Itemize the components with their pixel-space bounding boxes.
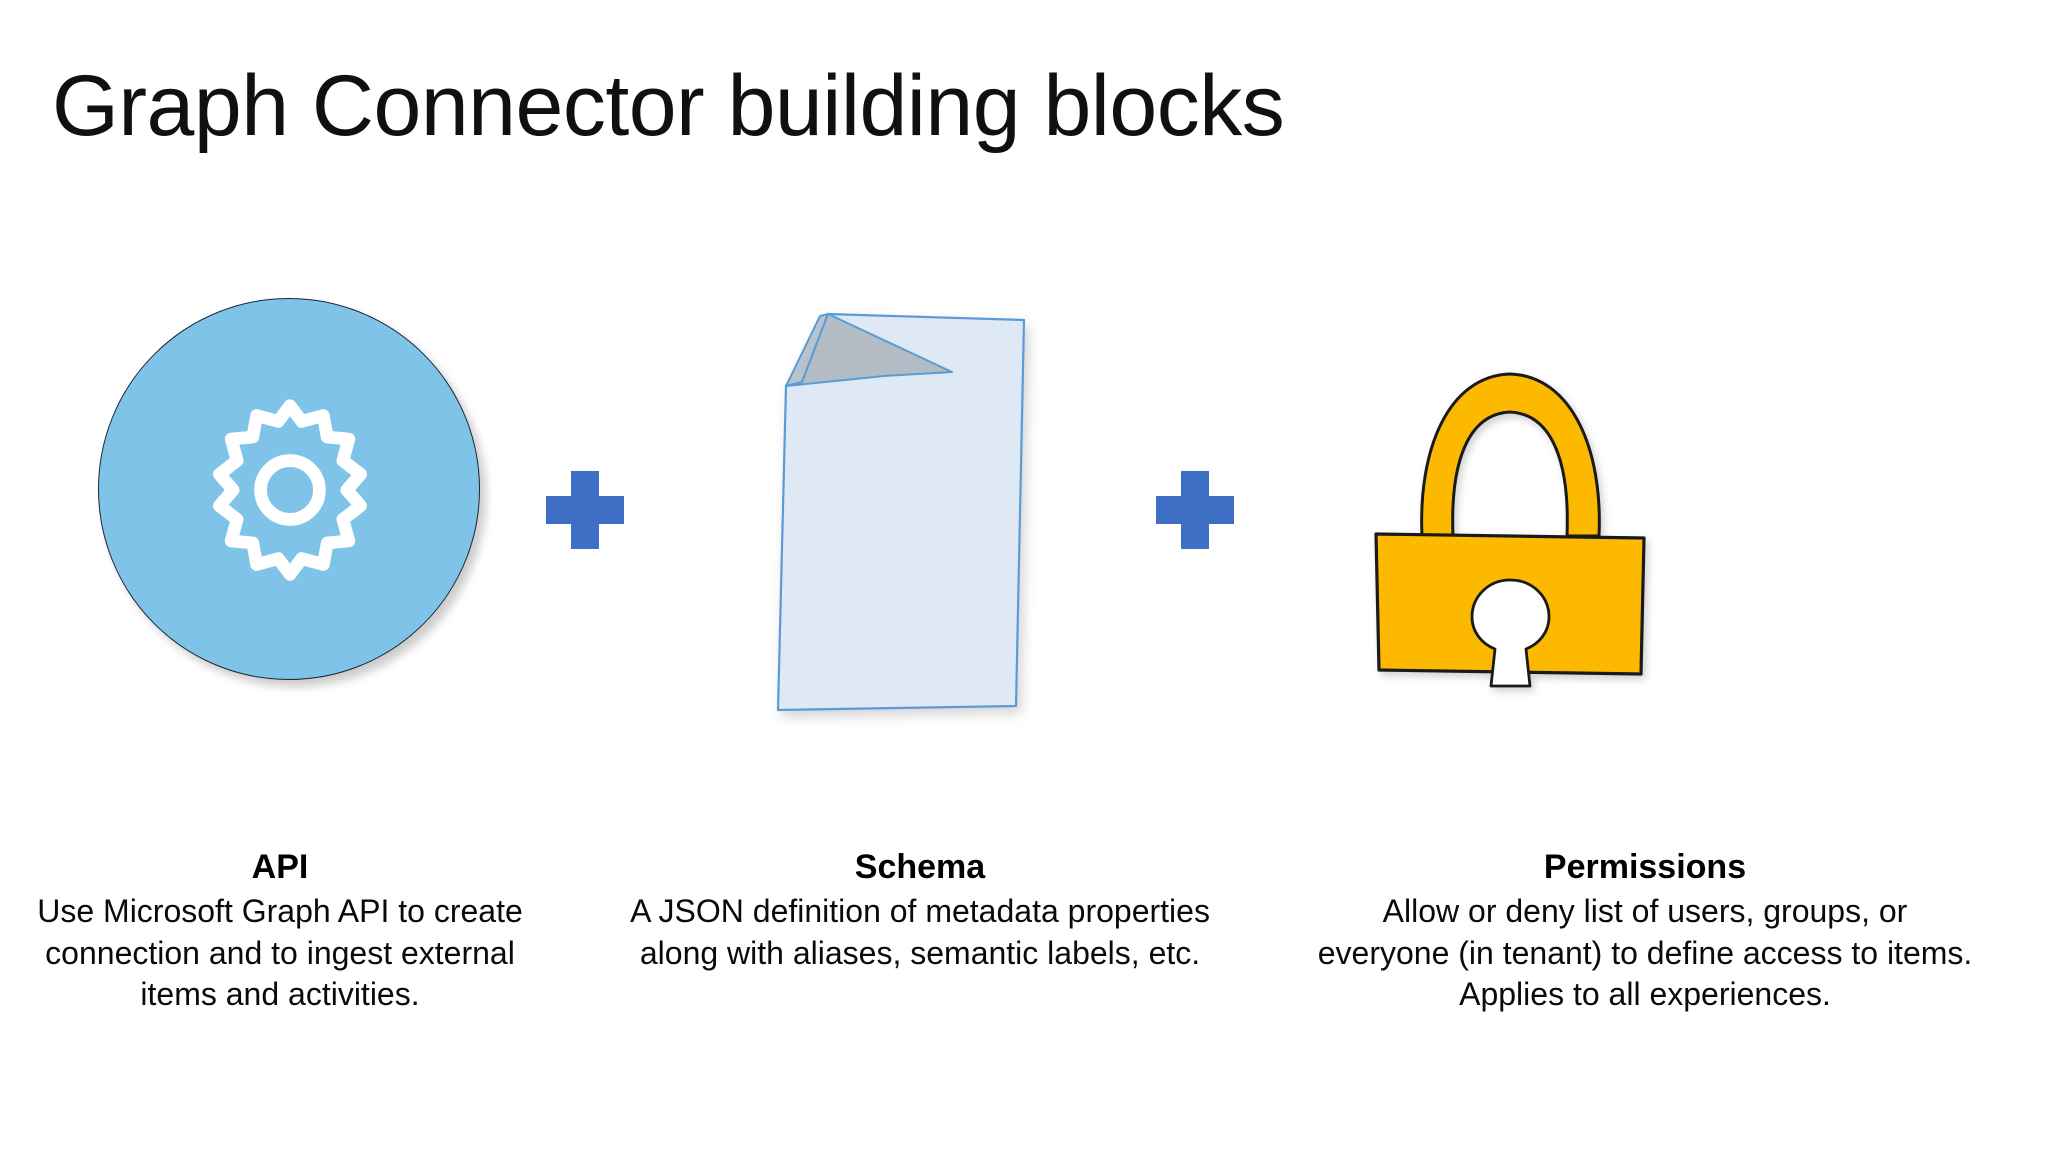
caption-schema: Schema A JSON definition of metadata pro… xyxy=(600,845,1240,974)
plus-bar-vertical xyxy=(571,471,599,549)
plus-separator-1-cell xyxy=(530,230,640,790)
caption-body-schema: A JSON definition of metadata properties… xyxy=(630,893,1210,971)
plus-separator-2-cell xyxy=(1140,230,1250,790)
block-icon-api xyxy=(30,230,530,790)
document-fold xyxy=(785,313,953,387)
caption-permissions: Permissions Allow or deny list of users,… xyxy=(1295,845,1995,1016)
plus-icon xyxy=(1156,471,1234,549)
padlock-keyhole xyxy=(1470,578,1551,688)
building-blocks-row xyxy=(0,230,2048,790)
padlock-icon xyxy=(1360,330,1660,690)
caption-title-permissions: Permissions xyxy=(1543,848,1747,886)
page-title: Graph Connector building blocks xyxy=(52,58,1285,154)
plus-icon xyxy=(546,471,624,549)
caption-title-schema: Schema xyxy=(854,848,986,886)
padlock-shackle xyxy=(1420,372,1601,538)
gear-icon xyxy=(213,399,367,581)
block-icon-permissions xyxy=(1250,230,1770,790)
caption-body-permissions: Allow or deny list of users, groups, or … xyxy=(1317,893,1973,1013)
gear-circle-icon xyxy=(80,280,480,740)
circle-shape xyxy=(98,298,480,680)
padlock-shape xyxy=(1374,372,1646,688)
caption-api: API Use Microsoft Graph API to create co… xyxy=(0,845,560,1016)
captions-row: API Use Microsoft Graph API to create co… xyxy=(0,845,2048,1016)
document-icon xyxy=(740,300,1040,720)
block-icon-schema xyxy=(640,230,1140,790)
caption-body-api: Use Microsoft Graph API to create connec… xyxy=(37,893,523,1013)
caption-title-api: API xyxy=(251,848,309,886)
document-shape xyxy=(776,312,1026,712)
plus-bar-vertical xyxy=(1181,471,1209,549)
